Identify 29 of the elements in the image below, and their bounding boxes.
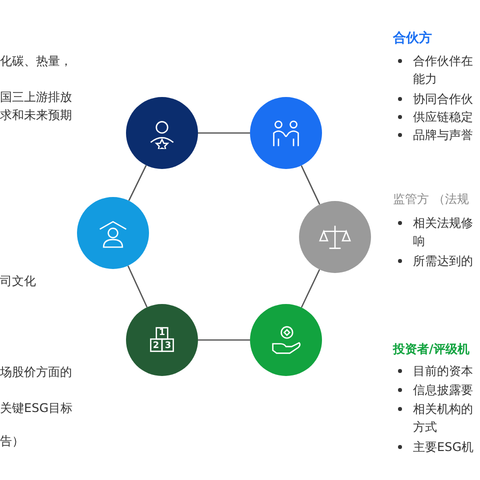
- description-text: 告）: [0, 433, 24, 450]
- bullet-text: 所需达到的: [413, 253, 473, 270]
- description-text: 场股价方面的: [0, 364, 72, 381]
- bullet-text: 相关机构的方式: [413, 401, 474, 436]
- block-number: 3: [164, 340, 172, 352]
- description-text: 司文化: [0, 273, 36, 290]
- connector-line: [127, 265, 148, 308]
- bullet-text: 协同合作伙: [413, 91, 473, 108]
- description-text: 化碳、热量，: [0, 53, 72, 70]
- connector-line: [198, 132, 250, 134]
- bullet-text: 主要ESG机: [413, 439, 474, 456]
- connector-line: [300, 269, 320, 308]
- block-number: 2: [152, 340, 160, 352]
- bullet-text: 供应链稳定: [413, 109, 473, 126]
- bullet-text: 信息披露要: [413, 382, 473, 399]
- stakeholder-heading: 合伙方: [393, 30, 432, 48]
- connector-line: [300, 165, 320, 205]
- connector-line: [198, 339, 250, 341]
- stakeholder-heading: 投资者/评级机: [393, 341, 470, 358]
- description-text: 关键ESG目标: [0, 400, 72, 417]
- description-text: 国三上游排放: [0, 89, 72, 106]
- bullet-text: 品牌与声誉: [413, 127, 473, 144]
- bullet-text: 合作伙伴在能力: [413, 53, 474, 88]
- connector-line: [128, 165, 147, 201]
- bullet-text: 相关法规修响: [413, 215, 474, 250]
- block-number: 1: [158, 327, 166, 339]
- bullet-text: 目前的资本: [413, 363, 473, 380]
- stakeholder-heading: 监管方 （法规: [393, 191, 469, 208]
- description-text: 求和未来预期: [0, 107, 72, 124]
